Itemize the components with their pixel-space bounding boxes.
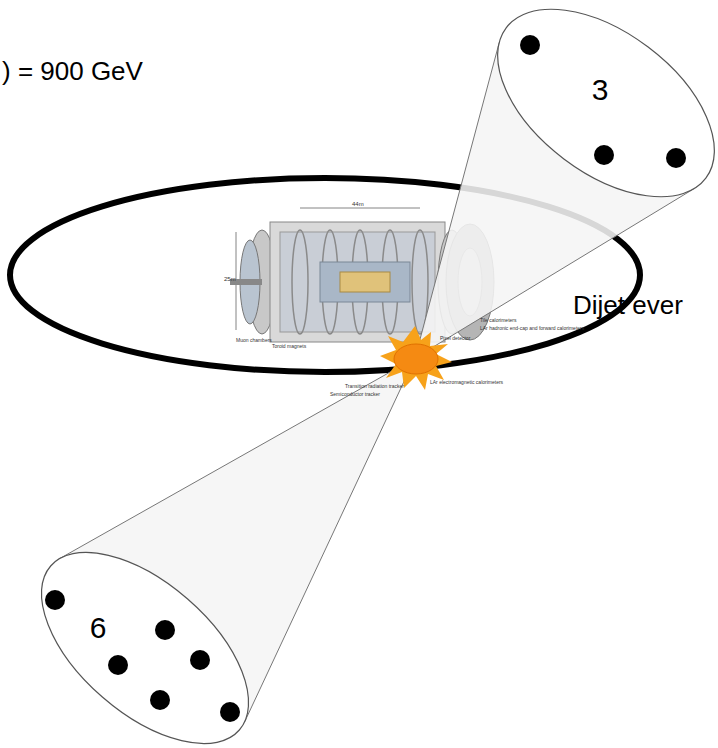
particle-dot: [190, 650, 210, 670]
detector-label: Muon chambers: [236, 338, 272, 343]
detector-label: Pixel detector: [440, 336, 470, 341]
particle-dot: [155, 620, 175, 640]
detector-label: 44m: [352, 201, 364, 207]
particle-count: 3: [592, 75, 609, 105]
jet-end: 6: [40, 552, 250, 744]
particle-dot: [108, 655, 128, 675]
detector-label: 25m: [224, 276, 236, 282]
particle-count: 6: [90, 613, 107, 643]
detector-label: Semiconductor tracker: [330, 392, 380, 397]
jet-end: 3: [498, 9, 714, 197]
caption-text: Dijet ever: [573, 292, 683, 318]
detector-label: Tile calorimeters: [480, 318, 517, 323]
particle-dot: [45, 590, 65, 610]
particle-dot: [220, 702, 240, 722]
detector-label: LAr hadronic end-cap and forward calorim…: [480, 326, 584, 331]
detector-label: Transition radiation tracker: [345, 384, 404, 389]
jet-ellipse: [40, 552, 250, 744]
particle-dot: [594, 145, 614, 165]
particle-dot: [666, 148, 686, 168]
detector-label: LAr electromagnetic calorimeters: [430, 380, 503, 385]
particle-dot: [520, 35, 540, 55]
detector-label: Toroid magnets: [272, 344, 306, 349]
caption-text: ) = 900 GeV: [2, 58, 143, 84]
particle-dot: [150, 690, 170, 710]
